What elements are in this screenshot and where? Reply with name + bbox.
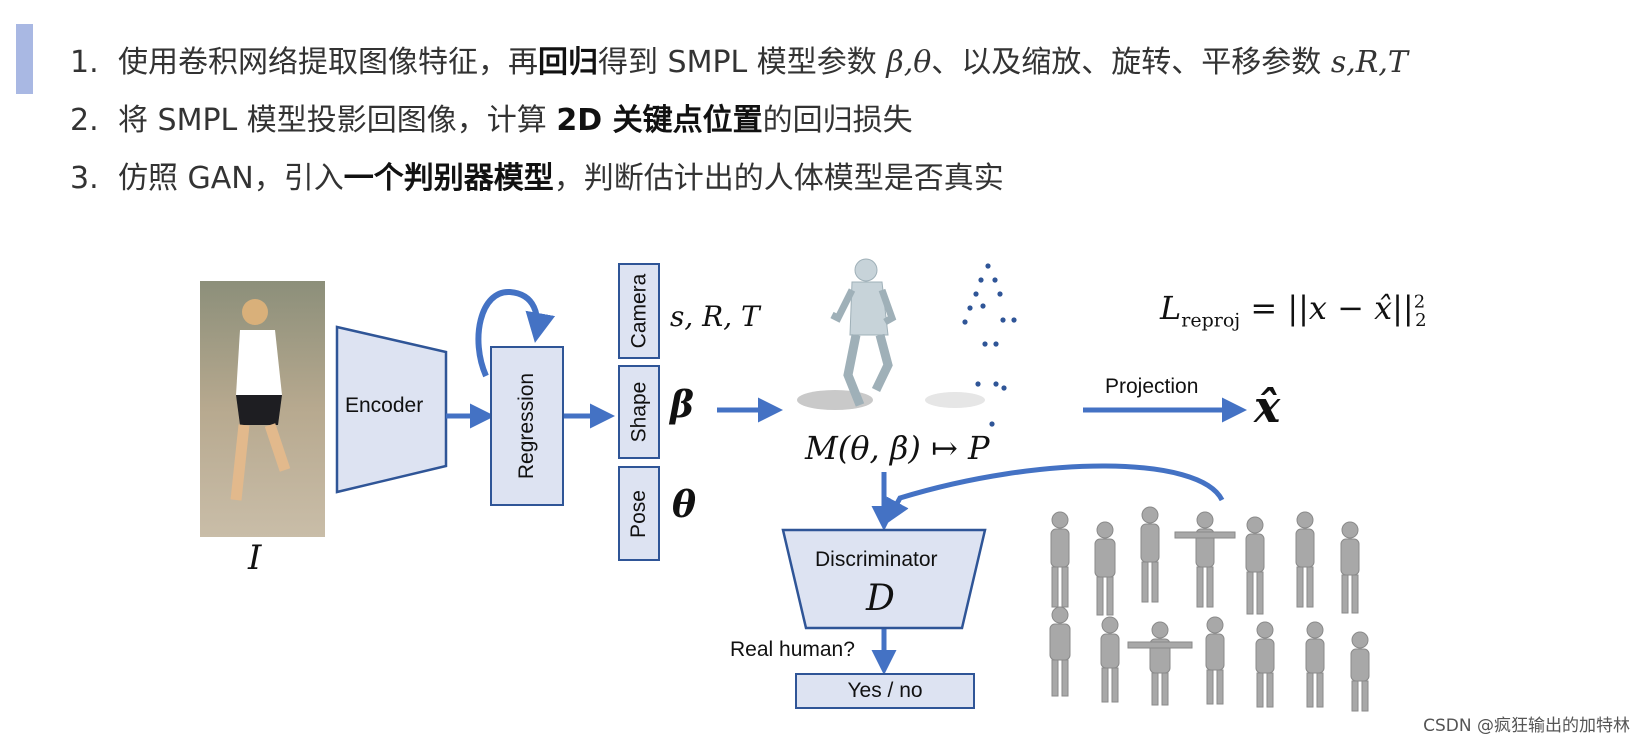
output-block: Yes / no bbox=[795, 673, 975, 709]
shape-block: Shape bbox=[618, 365, 660, 459]
input-photo bbox=[200, 281, 325, 537]
camera-params-text: s, R, T bbox=[670, 300, 760, 333]
encoder-block bbox=[335, 325, 448, 494]
projected-keypoints-symbol: x̂ bbox=[1254, 382, 1281, 433]
pose-label: Pose bbox=[627, 489, 650, 538]
loss-subscript: reproj bbox=[1181, 309, 1241, 332]
bullet-number: 2. bbox=[70, 103, 99, 138]
discriminator-label: Discriminator bbox=[815, 548, 938, 571]
projection-label: Projection bbox=[1105, 375, 1199, 398]
input-image-label: I bbox=[248, 538, 262, 578]
bullet-text: 的回归损失 bbox=[762, 103, 913, 138]
accent-bar bbox=[16, 24, 33, 94]
bullet-bold: 2D 关键点位置 bbox=[556, 103, 763, 138]
arrow-mocap-to-discriminator bbox=[885, 463, 1225, 525]
shape-symbol: β bbox=[670, 384, 694, 426]
bullet-bold: 一个判别器模型 bbox=[343, 161, 554, 196]
regression-block: Regression bbox=[490, 346, 564, 506]
regression-label: Regression bbox=[515, 372, 539, 480]
loss-rhs: = ||x − x̂|| bbox=[1240, 289, 1414, 327]
bullet-math: β,θ bbox=[886, 45, 932, 80]
smpl-mesh-figure bbox=[797, 258, 897, 410]
encoder-label: Encoder bbox=[345, 394, 424, 417]
loss-superscript: 2 bbox=[1413, 291, 1426, 313]
bullet-bold: 回归 bbox=[538, 45, 598, 80]
bullet-list: 1. 使用卷积网络提取图像特征，再回归得到 SMPL 模型参数 β,θ、以及缩放、… bbox=[70, 40, 1408, 214]
bullet-2: 2. 将 SMPL 模型投影回图像，计算 2D 关键点位置的回归损失 bbox=[70, 98, 1408, 156]
loss-norm-subscript: 2 bbox=[1415, 310, 1427, 332]
bullet-text: 使用卷积网络提取图像特征，再 bbox=[118, 45, 538, 80]
keypoint-cloud bbox=[962, 263, 1017, 427]
pose-symbol: θ bbox=[672, 484, 697, 526]
bullet-3: 3. 仿照 GAN，引入一个判别器模型，判断估计出的人体模型是否真实 bbox=[70, 156, 1408, 214]
watermark: CSDN @疯狂输出的加特林 bbox=[1423, 716, 1630, 736]
camera-label: Camera bbox=[627, 273, 651, 349]
output-label: Yes / no bbox=[847, 679, 923, 702]
bullet-1: 1. 使用卷积网络提取图像特征，再回归得到 SMPL 模型参数 β,θ、以及缩放、… bbox=[70, 40, 1408, 98]
loss-symbol: L bbox=[1160, 289, 1182, 327]
bullet-math: s,R,T bbox=[1330, 45, 1408, 80]
keypoint-shadow bbox=[925, 392, 985, 408]
reprojection-loss: Lreproj = ||x − x̂||22 bbox=[1160, 289, 1427, 331]
bullet-number: 1. bbox=[70, 45, 99, 80]
mocap-body-collection bbox=[1049, 506, 1370, 712]
bullet-text: 将 SMPL 模型投影回图像，计算 bbox=[118, 103, 557, 138]
shape-label: Shape bbox=[627, 381, 651, 443]
bullet-number: 3. bbox=[70, 161, 99, 196]
pose-block: Pose bbox=[618, 466, 660, 561]
bullet-text: ，判断估计出的人体模型是否真实 bbox=[553, 161, 1004, 196]
smpl-function: M(θ, β) ↦ P bbox=[805, 429, 990, 467]
bullet-text: 仿照 GAN，引入 bbox=[118, 161, 344, 196]
recurrent-loop-arrow bbox=[475, 289, 556, 378]
bullet-text: 、以及缩放、旋转、平移参数 bbox=[931, 45, 1331, 80]
discriminator-block bbox=[781, 528, 987, 630]
discriminator-symbol: D bbox=[866, 578, 895, 619]
real-human-question: Real human? bbox=[730, 638, 855, 661]
bullet-text: 得到 SMPL 模型参数 bbox=[598, 45, 887, 80]
camera-block: Camera bbox=[618, 263, 660, 359]
